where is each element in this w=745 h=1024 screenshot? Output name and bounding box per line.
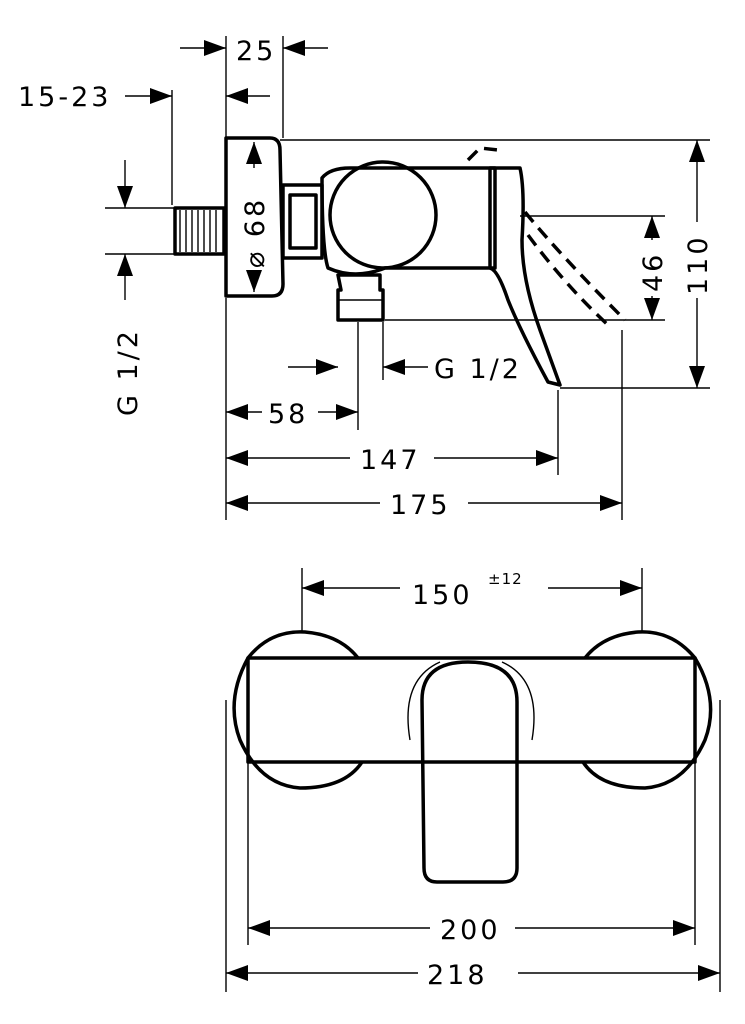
lever-handle xyxy=(488,166,562,387)
right-rosette xyxy=(581,630,713,790)
dim-150-tolerance: ±12 xyxy=(488,570,523,588)
side-view xyxy=(173,136,627,387)
dim-15-23-label: 15-23 xyxy=(18,82,111,113)
dim-218: 218 xyxy=(226,960,720,991)
front-body-bar xyxy=(246,656,697,764)
dim-g-right: G 1/2 xyxy=(288,354,522,385)
dim-15-23: 15-23 xyxy=(18,82,270,113)
dim-diameter-68: ⌀ 68 xyxy=(238,142,271,292)
wall-rosette xyxy=(224,136,285,298)
outlet-fitting xyxy=(336,273,385,322)
dim-175: 175 xyxy=(226,490,622,521)
dim-175-label: 175 xyxy=(390,490,451,521)
dim-g-left-label: G 1/2 xyxy=(113,328,144,416)
dim-25: 25 xyxy=(180,36,328,67)
dim-110: 110 xyxy=(682,140,714,388)
lever-alt-position xyxy=(466,146,627,327)
dim-58-label: 58 xyxy=(268,399,308,430)
dim-25-label: 25 xyxy=(236,36,276,67)
lever-ghost-arc xyxy=(407,661,535,741)
dim-46: 46 xyxy=(638,216,669,320)
dim-g-right-label: G 1/2 xyxy=(434,354,522,385)
extension-lines xyxy=(105,36,710,520)
dim-g-left: G 1/2 xyxy=(113,160,144,416)
dim-200-label: 200 xyxy=(440,915,501,946)
dim-147: 147 xyxy=(226,445,558,476)
front-extension-lines xyxy=(225,568,721,992)
dim-150-label: 150 xyxy=(412,580,473,611)
connector-inner xyxy=(288,193,318,250)
dim-46-label: 46 xyxy=(638,252,669,292)
dim-150: 150 ±12 xyxy=(302,570,642,611)
dim-diameter-label: ⌀ 68 xyxy=(240,197,271,268)
dim-200: 200 xyxy=(248,915,695,946)
mixer-body xyxy=(320,166,497,276)
connector-nut xyxy=(281,183,324,260)
left-rosette xyxy=(232,630,364,790)
front-lever xyxy=(420,660,519,884)
dim-110-label: 110 xyxy=(683,234,714,295)
dim-218-label: 218 xyxy=(427,960,488,991)
cartridge-circle xyxy=(328,160,438,270)
thread-hatch xyxy=(179,210,217,252)
front-view xyxy=(232,630,713,884)
dim-58: 58 xyxy=(226,399,358,430)
dim-147-label: 147 xyxy=(360,445,421,476)
threaded-inlet xyxy=(173,206,226,256)
